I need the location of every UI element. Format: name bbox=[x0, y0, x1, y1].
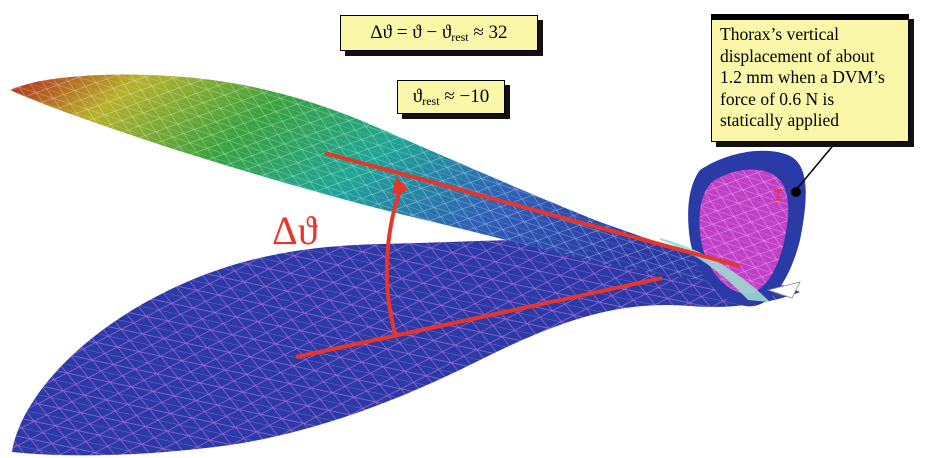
note-line: displacement of about bbox=[720, 45, 875, 66]
rest-subscript: rest bbox=[422, 94, 440, 108]
rest-symbol: ϑ bbox=[412, 86, 423, 107]
note-line: force of 0.6 N is bbox=[720, 88, 835, 109]
rest-angle-label: ϑrest ≈ −10 bbox=[397, 80, 505, 114]
deflected-wing bbox=[10, 74, 752, 285]
note-line: Thorax’s vertical bbox=[720, 24, 840, 44]
equation-rhs: ≈ 32 bbox=[468, 22, 508, 43]
displacement-marker bbox=[774, 189, 782, 201]
delta-theta-equation: Δϑ = ϑ − ϑrest ≈ 32 bbox=[340, 15, 538, 51]
note-line: 1.2 mm when a DVM’s bbox=[720, 67, 885, 87]
rest-wing bbox=[12, 239, 800, 456]
note-leader bbox=[791, 141, 837, 197]
rest-wing-axis bbox=[295, 276, 663, 359]
deflected-wing-axis bbox=[324, 151, 741, 268]
delta-theta-label: Δϑ bbox=[272, 208, 318, 253]
equation-subscript: rest bbox=[451, 30, 469, 44]
equation-lhs: Δϑ = ϑ − ϑ bbox=[370, 22, 452, 43]
note-line: statically applied bbox=[720, 110, 840, 130]
thorax-displacement-note: Thorax’s vertical displacement of about … bbox=[711, 14, 909, 142]
angle-arc bbox=[384, 177, 409, 337]
rest-rhs: ≈ −10 bbox=[439, 86, 490, 107]
